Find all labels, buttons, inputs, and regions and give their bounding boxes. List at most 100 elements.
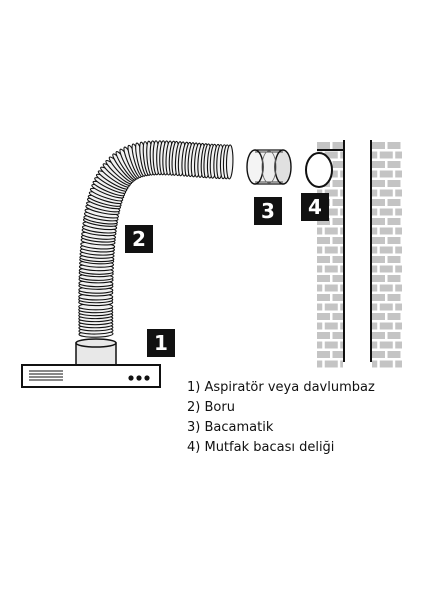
brick [340,341,343,349]
brick [324,189,338,197]
brick [395,151,402,159]
brick [340,208,343,216]
brick [317,237,330,244]
legend-item-4: 4) Mutfak bacası deliği [187,440,335,455]
brick [372,341,378,349]
brick [340,246,343,254]
brick [387,237,401,244]
brick [332,180,343,187]
brick [372,246,378,254]
legend-item-2: 2) Boru [187,400,235,415]
brick [395,208,402,216]
brick [324,360,338,368]
wall-bricks-right [372,142,402,368]
brick [372,332,385,339]
badge-pipe: 2 [125,225,153,253]
brick [372,351,385,358]
brick [317,256,330,263]
brick [340,265,343,273]
brick [317,341,323,349]
brick [324,151,338,159]
brick [372,265,378,273]
brick [372,284,378,292]
badge-chimney: 4 [301,193,329,221]
brick [395,284,402,292]
brick [379,341,393,349]
hood-outlet-rim [75,338,117,348]
brick [317,218,330,225]
brick [379,189,393,197]
brick [387,313,401,320]
brick [372,237,385,244]
brick [387,332,401,339]
brick [324,265,338,273]
brick [379,208,393,216]
brick [332,237,343,244]
brick [395,322,402,330]
brick [387,256,401,263]
brick [372,322,378,330]
brick [340,303,343,311]
duct-rib [225,144,234,180]
brick [317,332,330,339]
brick [395,189,402,197]
brick [372,303,378,311]
brick [379,151,393,159]
brick [332,161,343,168]
brick [340,189,343,197]
brick [340,322,343,330]
brick [317,142,330,149]
brick [379,246,393,254]
range-hood [21,338,161,388]
brick [387,180,401,187]
brick [379,303,393,311]
brick [317,322,323,330]
brick [372,151,378,159]
brick [332,256,343,263]
brick [395,227,402,235]
brick [332,351,343,358]
brick [372,294,385,301]
brick [332,142,343,149]
brick [379,227,393,235]
brick [340,284,343,292]
brick [372,142,385,149]
brick [372,256,385,263]
brick [332,313,343,320]
brick [387,218,401,225]
brick [317,227,323,235]
check-valve [246,149,292,185]
brick [317,313,330,320]
brick [324,303,338,311]
brick [324,246,338,254]
hood-vent-lines [29,370,63,381]
brick [317,284,323,292]
brick [372,189,378,197]
brick [372,180,385,187]
brick [324,227,338,235]
legend-item-1: 1) Aspiratör veya davlumbaz [187,380,375,395]
brick [332,275,343,282]
brick [387,161,401,168]
brick [379,170,393,178]
brick [332,294,343,301]
brick [395,246,402,254]
brick [395,341,402,349]
badge-hood: 1 [147,329,175,357]
brick [340,360,343,368]
brick [324,322,338,330]
brick [317,351,330,358]
brick [372,161,385,168]
brick [340,227,343,235]
brick [372,170,378,178]
brick [332,199,343,206]
brick [372,360,378,368]
brick [387,351,401,358]
brick [372,199,385,206]
hood-control-buttons [128,375,150,381]
brick [317,294,330,301]
brick [317,275,330,282]
chimney-wall [305,140,402,368]
brick [372,275,385,282]
brick [395,170,402,178]
